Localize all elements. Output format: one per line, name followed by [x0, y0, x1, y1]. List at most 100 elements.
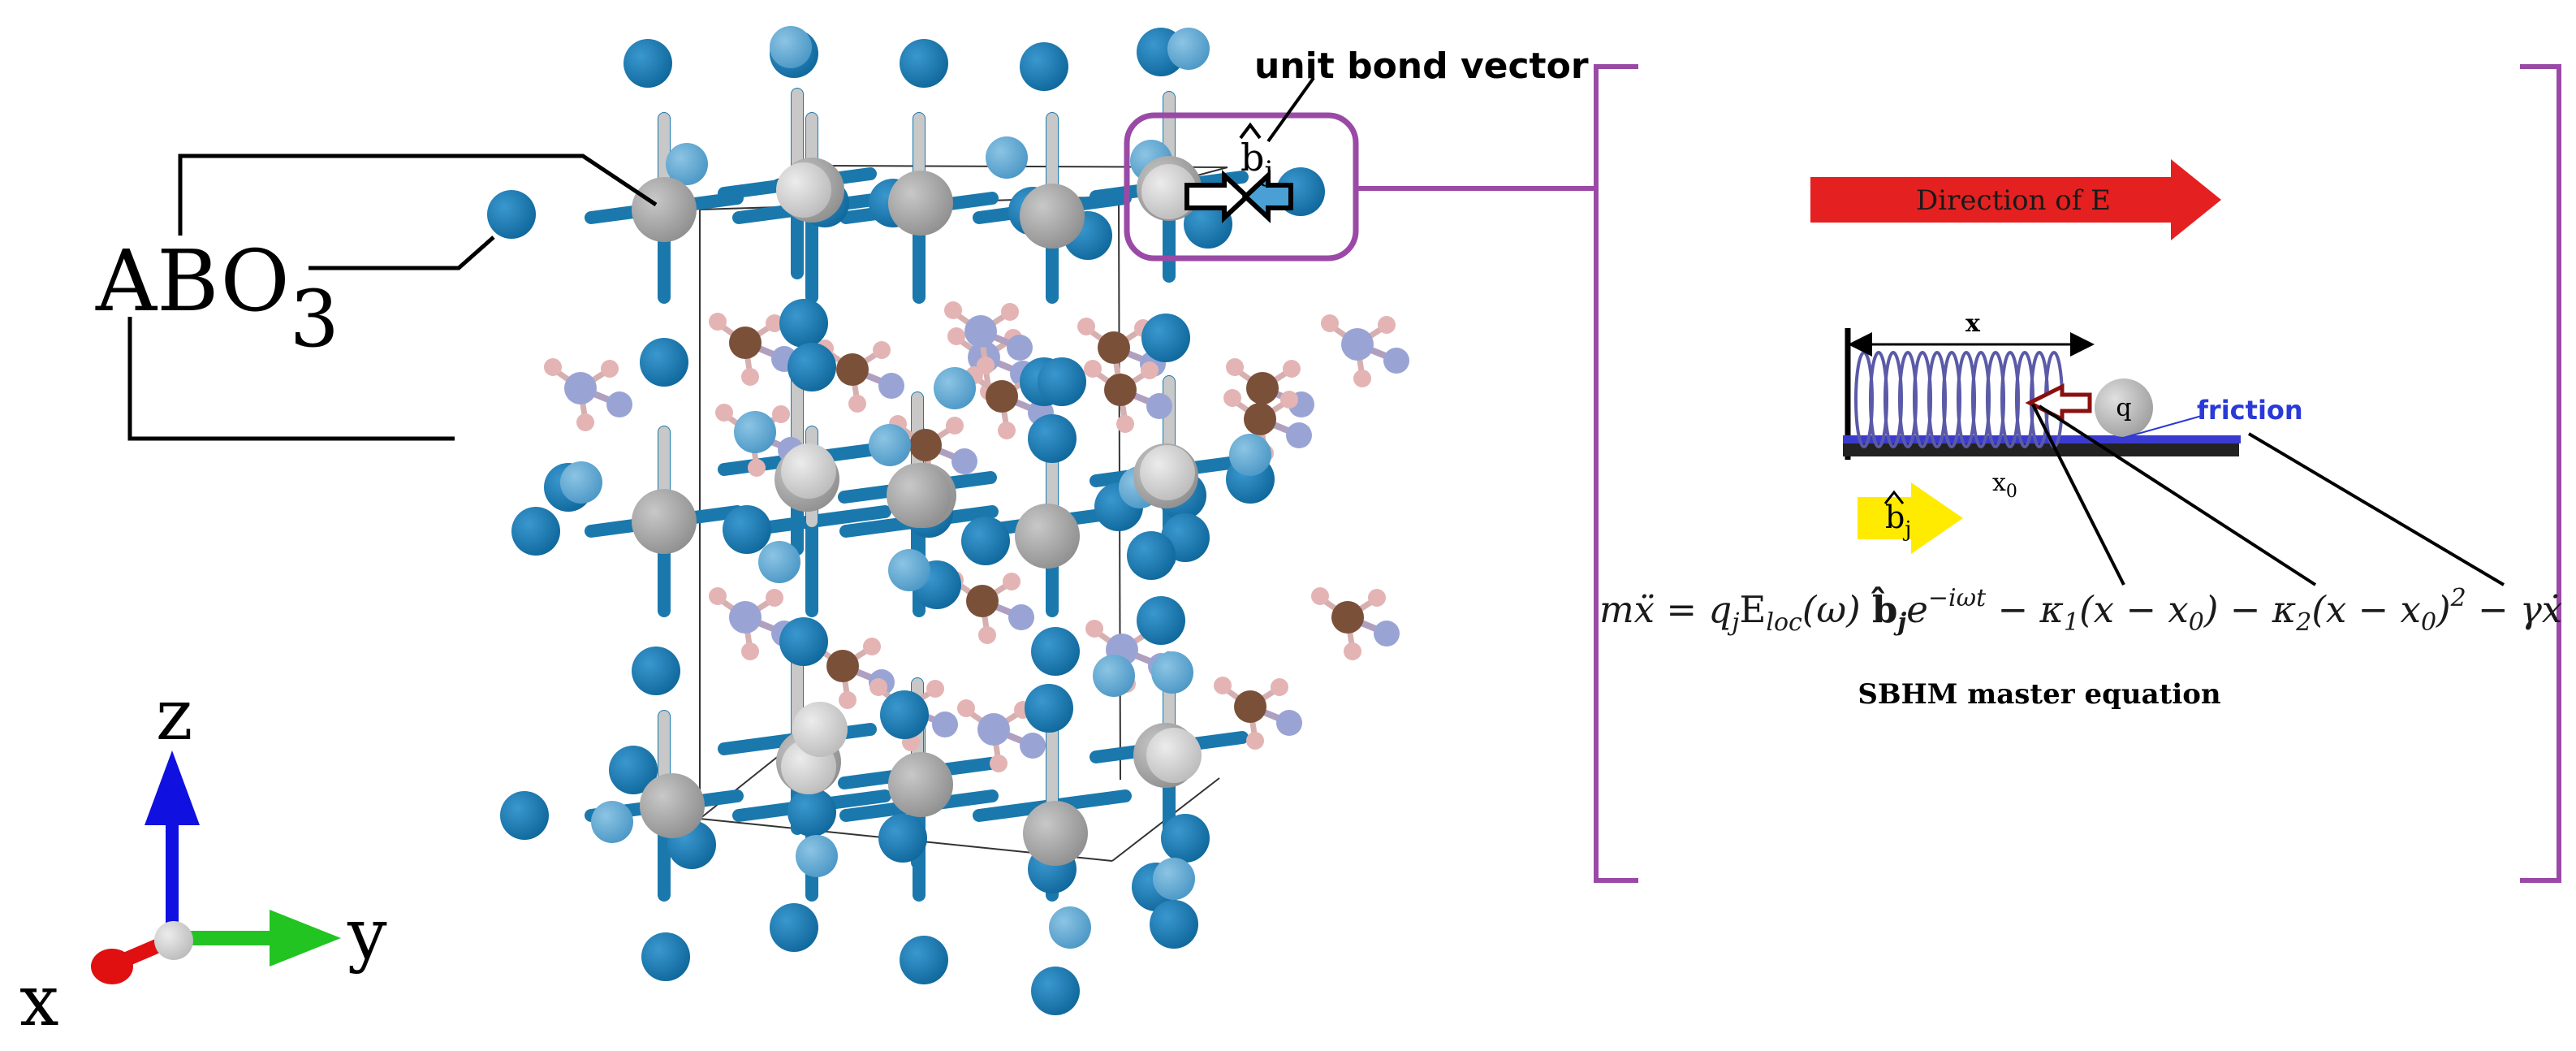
- carbon-atom: [729, 327, 762, 359]
- field-direction-label: Direction of E: [1916, 184, 2111, 217]
- a-site-atom: [1141, 164, 1197, 219]
- hydrogen-atom: [1223, 389, 1241, 407]
- hydrogen-atom: [1280, 391, 1298, 409]
- oxygen-atom: [624, 39, 672, 88]
- hydrogen-atom: [1116, 415, 1134, 433]
- nitrogen-atom: [1286, 422, 1312, 448]
- hydrogen-atom: [1246, 732, 1264, 750]
- oxygen-atom: [609, 746, 658, 794]
- hydrogen-atom: [947, 327, 965, 345]
- hydrogen-atom: [1378, 316, 1396, 334]
- nitrogen-atom: [1383, 348, 1409, 374]
- oxygen-atom-light: [666, 143, 708, 185]
- axis-x-label: x: [19, 961, 59, 1042]
- oxygen-atom: [880, 690, 929, 739]
- bond-label: unit bond vector: [1254, 45, 1589, 87]
- oxygen-atom: [511, 507, 560, 556]
- crystal-structure: [487, 26, 1409, 1015]
- axis-z-label: z: [156, 675, 192, 756]
- b-site-atom: [1015, 504, 1080, 569]
- hydrogen-atom: [1214, 677, 1232, 694]
- oxygen-atom: [787, 343, 836, 391]
- term-leader-lines: [2031, 404, 2505, 586]
- hydrogen-atom: [977, 357, 995, 374]
- b-site-atom: [1020, 184, 1085, 249]
- oxygen-atom-light: [888, 549, 930, 591]
- hydrogen-atom: [946, 417, 964, 435]
- b-site-atom: [888, 752, 953, 817]
- oxygen-atom-light: [758, 541, 800, 583]
- oxygen-atom: [787, 788, 836, 837]
- hydrogen-atom: [766, 589, 783, 607]
- carbon-atom: [1341, 328, 1374, 361]
- a-site-atom: [776, 162, 831, 218]
- spring-coils: [1854, 351, 2064, 448]
- oxygen-atom: [1031, 627, 1080, 676]
- axis-y-label: y: [347, 894, 387, 975]
- carbon-atom: [1244, 403, 1276, 435]
- hydrogen-atom: [1368, 589, 1386, 607]
- nitrogen-atom: [1020, 733, 1046, 759]
- oxygen-atom-light: [1167, 28, 1210, 70]
- spring-x0-label: x0: [1992, 469, 2017, 502]
- oxygen-atom: [1137, 596, 1185, 645]
- spring-model: q: [1843, 328, 2241, 460]
- hydrogen-atom: [1003, 573, 1020, 590]
- nitrogen-atom: [1008, 604, 1034, 630]
- oxygen-atom: [640, 338, 688, 387]
- hydrogen-atom: [926, 680, 944, 698]
- bond-symbol: bj: [1241, 136, 1273, 188]
- oxygen-atom: [1127, 531, 1176, 580]
- oxygen-atom: [1028, 414, 1077, 463]
- hydrogen-atom: [709, 313, 727, 331]
- nitrogen-atom: [1276, 710, 1302, 736]
- nitrogen-atom: [606, 391, 632, 417]
- hydrogen-atom: [1344, 642, 1361, 660]
- oxygen-atom: [641, 932, 690, 981]
- hydrogen-atom: [1271, 678, 1288, 696]
- carbon-atom: [729, 601, 762, 634]
- oxygen-atom-light: [560, 461, 602, 504]
- carbon-atom: [1104, 374, 1137, 406]
- oxygen-atom-light: [1151, 651, 1193, 694]
- charge-label: q: [2116, 394, 2131, 422]
- nitrogen-atom: [1374, 621, 1400, 647]
- hydrogen-atom: [863, 638, 881, 655]
- nitrogen-atom: [878, 373, 904, 399]
- carbon-atom: [564, 372, 597, 404]
- b-site-atom: [632, 489, 697, 554]
- oxygen-atom: [1025, 684, 1073, 733]
- oxygen-atom-light: [796, 835, 838, 877]
- oxygen-atom: [1161, 814, 1210, 863]
- oxygen-atom: [1184, 200, 1232, 249]
- hydrogen-atom: [1085, 620, 1103, 638]
- oxygen-atom: [632, 647, 680, 695]
- a-site-atom: [1140, 445, 1195, 500]
- b-site-atom: [640, 773, 705, 838]
- nitrogen-atom: [1007, 335, 1033, 361]
- b-site-atom: [1023, 801, 1088, 866]
- hydrogen-atom: [1311, 587, 1329, 605]
- b-site-atom: [887, 463, 951, 528]
- hydrogen-atom: [741, 642, 759, 660]
- hydrogen-atom: [715, 404, 733, 422]
- hydrogen-atom: [848, 395, 866, 413]
- spring-x-label: x: [1965, 309, 1981, 338]
- equation-caption: SBHM master equation: [1858, 678, 2220, 711]
- b-site-atom: [632, 177, 697, 242]
- hydrogen-atom: [741, 368, 759, 386]
- hydrogen-atom: [1077, 318, 1095, 335]
- hydrogen-atom: [766, 314, 783, 332]
- oxygen-atom-light: [934, 367, 976, 409]
- carbon-atom: [836, 353, 869, 386]
- oxygen-atom: [487, 190, 536, 239]
- hydrogen-atom: [748, 459, 766, 477]
- formula-label: ABO3: [95, 231, 339, 365]
- carbon-atom: [909, 429, 942, 461]
- carbon-atom: [1234, 690, 1266, 723]
- hydrogen-atom: [944, 301, 962, 319]
- master-equation: mẍ = qjEloc(ω) b̂je−iωt − κ1(x − x0) − κ…: [1599, 584, 2562, 637]
- oxygen-atom: [770, 903, 818, 952]
- hydrogen-atom: [1001, 303, 1019, 321]
- hydrogen-atom: [1141, 361, 1159, 379]
